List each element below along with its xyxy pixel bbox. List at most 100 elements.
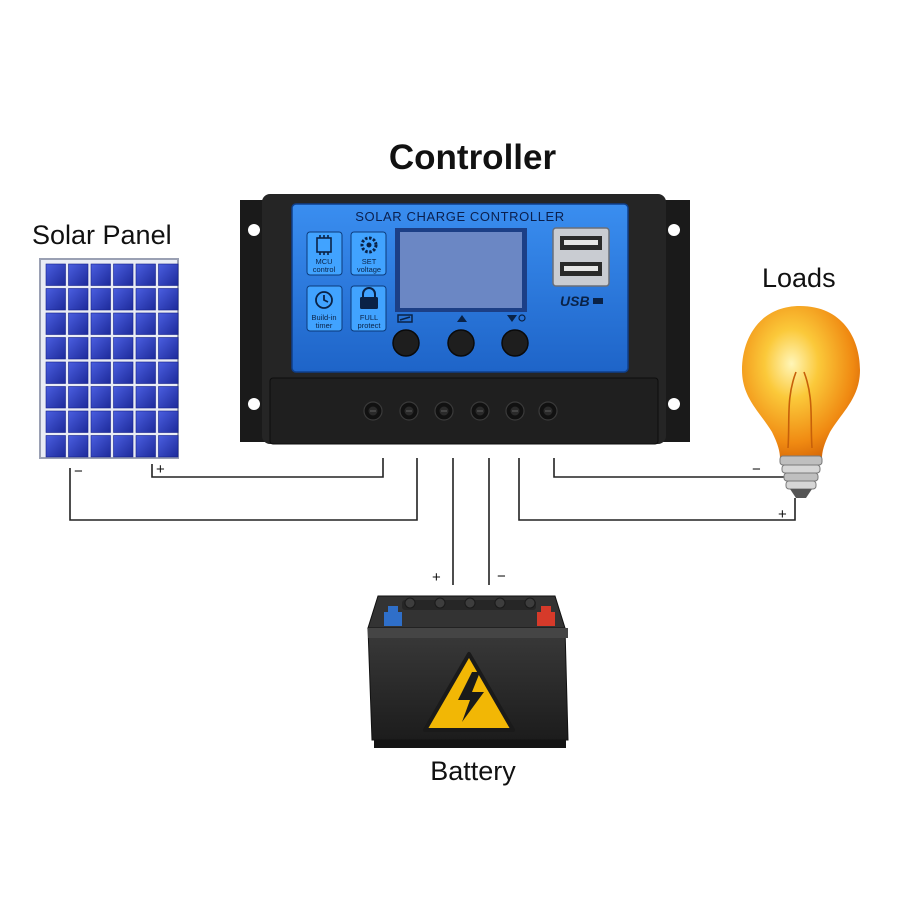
solar-cell <box>135 337 156 360</box>
badge-mcu-line2: control <box>313 265 336 274</box>
solar-cell <box>45 386 66 409</box>
solar-cell <box>113 337 134 360</box>
vent-cap <box>494 597 506 609</box>
function-badge-mcu: MCU control <box>306 231 343 276</box>
badge-set-line1: SET <box>362 257 377 266</box>
terminal-screw <box>363 401 383 421</box>
badge-protect-line1: FULL <box>360 313 378 322</box>
terminal-screws <box>363 401 558 421</box>
solar-cell <box>68 410 89 433</box>
solar-cell <box>68 361 89 384</box>
usb-icon <box>593 298 603 304</box>
solar-cell <box>68 263 89 286</box>
load-positive-mark: + <box>778 506 787 523</box>
wire-load-negative <box>553 458 790 478</box>
vent-cap <box>404 597 416 609</box>
lock-icon <box>360 287 378 309</box>
usb-ports[interactable] <box>552 227 610 287</box>
solar-cell <box>45 263 66 286</box>
vent-cap <box>524 597 536 609</box>
solar-cell <box>113 386 134 409</box>
solar-cell <box>113 361 134 384</box>
badge-timer-line1: Build-in <box>311 313 336 322</box>
solar-cell <box>158 410 179 433</box>
wire-load-positive <box>518 458 796 521</box>
function-badge-set: SET voltage <box>350 231 387 276</box>
loads-label: Loads <box>762 263 836 293</box>
terminal-block <box>269 377 659 445</box>
solar-cell <box>113 288 134 311</box>
solar-cell <box>90 263 111 286</box>
solar-cell <box>68 312 89 335</box>
solar-cell <box>45 337 66 360</box>
light-bulb <box>742 306 860 498</box>
solar-cell <box>135 386 156 409</box>
solar-cell <box>135 312 156 335</box>
solar-cell <box>158 361 179 384</box>
solar-cell <box>158 337 179 360</box>
solar-cell <box>158 288 179 311</box>
solar-cell <box>68 288 89 311</box>
solar-cell <box>90 435 111 458</box>
terminal-screw <box>470 401 490 421</box>
wire-solar-negative <box>69 458 418 521</box>
solar-panel <box>39 258 179 459</box>
solar-cell <box>158 386 179 409</box>
bulb-base <box>779 455 823 498</box>
terminal-screw <box>399 401 419 421</box>
badge-timer-line2: timer <box>316 321 333 330</box>
solar-cell <box>90 337 111 360</box>
battery-label: Battery <box>430 756 516 786</box>
battery-positive-mark: + <box>432 569 441 586</box>
solar-cell <box>158 435 179 458</box>
solar-cell <box>90 410 111 433</box>
terminal-positive <box>537 612 555 626</box>
solar-cell <box>45 312 66 335</box>
solar-cells <box>45 263 179 458</box>
menu-button[interactable] <box>392 329 420 357</box>
battery-caps <box>404 597 536 609</box>
controller-title: Controller <box>388 138 557 177</box>
solar-cell <box>68 337 89 360</box>
solar-cell <box>113 263 134 286</box>
battery <box>367 595 569 748</box>
solar-cell <box>135 361 156 384</box>
solar-cell <box>45 410 66 433</box>
solar-cell <box>113 435 134 458</box>
solar-cell <box>90 288 111 311</box>
solar-cell <box>90 386 111 409</box>
solar-negative-mark: − <box>74 463 83 480</box>
solar-cell <box>45 288 66 311</box>
badge-protect-line2: protect <box>358 321 382 330</box>
chip-icon <box>316 235 332 255</box>
solar-positive-mark: + <box>156 461 165 478</box>
solar-cell <box>158 263 179 286</box>
badge-mcu-line1: MCU <box>315 257 332 266</box>
terminal-screw <box>505 401 525 421</box>
wire-solar-positive <box>151 458 384 478</box>
usb-label: USB <box>560 293 590 309</box>
lcd-screen <box>400 232 522 308</box>
up-button[interactable] <box>447 329 475 357</box>
down-button[interactable] <box>501 329 529 357</box>
clock-icon <box>315 291 333 309</box>
solar-cell <box>68 386 89 409</box>
solar-panel-label: Solar Panel <box>32 220 172 250</box>
charge-controller: SOLAR CHARGE CONTROLLER MCU control SET … <box>240 194 690 445</box>
down-arrow-icon <box>507 315 517 322</box>
solar-cell <box>90 312 111 335</box>
load-negative-mark: − <box>752 461 761 478</box>
solar-cell <box>90 361 111 384</box>
solar-cell <box>113 312 134 335</box>
solar-cell <box>135 263 156 286</box>
badge-set-line2: voltage <box>357 265 381 274</box>
panel-title: SOLAR CHARGE CONTROLLER <box>355 209 565 224</box>
menu-icon <box>397 314 413 323</box>
solar-cell <box>113 410 134 433</box>
vent-cap <box>434 597 446 609</box>
wires <box>69 458 796 585</box>
solar-cell <box>135 410 156 433</box>
terminal-screw <box>538 401 558 421</box>
battery-negative-mark: − <box>497 568 506 585</box>
